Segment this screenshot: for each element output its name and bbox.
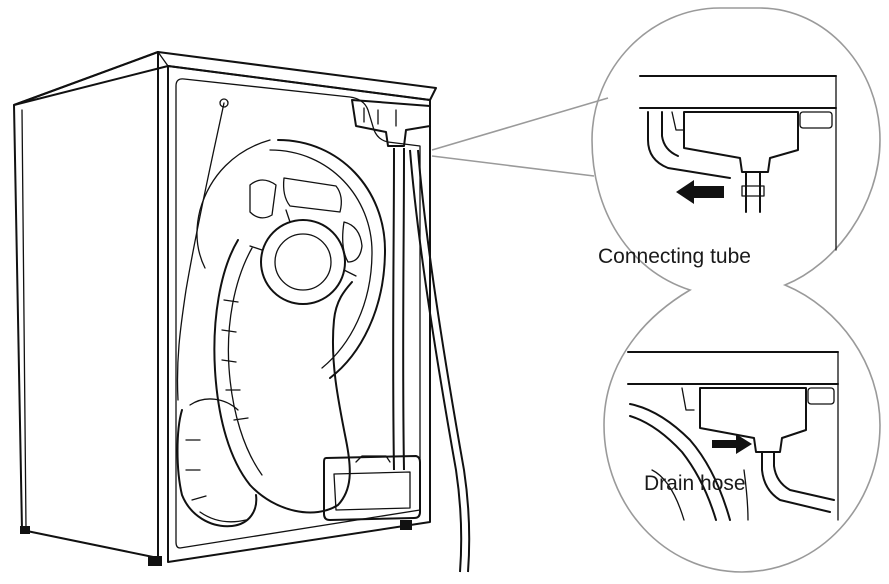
connecting-tube-label: Connecting tube xyxy=(598,245,751,268)
drain-hose-outer xyxy=(409,149,463,573)
drain-hose-arrow xyxy=(712,434,752,454)
cabinet-top xyxy=(13,51,437,106)
inlet-hose xyxy=(392,147,395,471)
power-cable xyxy=(176,102,225,401)
vent-cutout xyxy=(282,177,342,213)
drum-housing xyxy=(277,139,386,379)
washing-machine xyxy=(13,51,471,573)
connecting-tube-detail xyxy=(639,75,837,251)
drain-hose-label: Drain hose xyxy=(644,472,746,495)
cabinet-side-panel xyxy=(13,51,159,559)
vent-cutout xyxy=(249,179,277,219)
valve-body xyxy=(683,111,799,173)
pump-housing xyxy=(176,409,258,528)
water-inlet-valve xyxy=(351,99,431,147)
drain-hose-detail xyxy=(627,351,839,521)
inner-back-panel xyxy=(175,78,421,549)
drain-hose-pipe xyxy=(761,451,831,513)
drain-valve-body xyxy=(699,387,807,453)
bottom-tray xyxy=(323,455,421,521)
vent-cutout xyxy=(342,221,363,263)
back-panel xyxy=(167,65,431,563)
connecting-tube-arrow xyxy=(676,180,724,204)
side-panel-edge xyxy=(21,109,27,529)
pulley-hub xyxy=(274,233,332,291)
foot-rear xyxy=(400,520,412,530)
callout-leader-lines xyxy=(431,97,609,177)
drain-hose-vertical xyxy=(402,147,405,471)
drum-pulley xyxy=(260,219,346,305)
foot-side xyxy=(20,526,30,534)
connecting-tube xyxy=(745,171,761,213)
callout-bubble-outline xyxy=(591,7,881,573)
foot-front xyxy=(148,556,162,566)
